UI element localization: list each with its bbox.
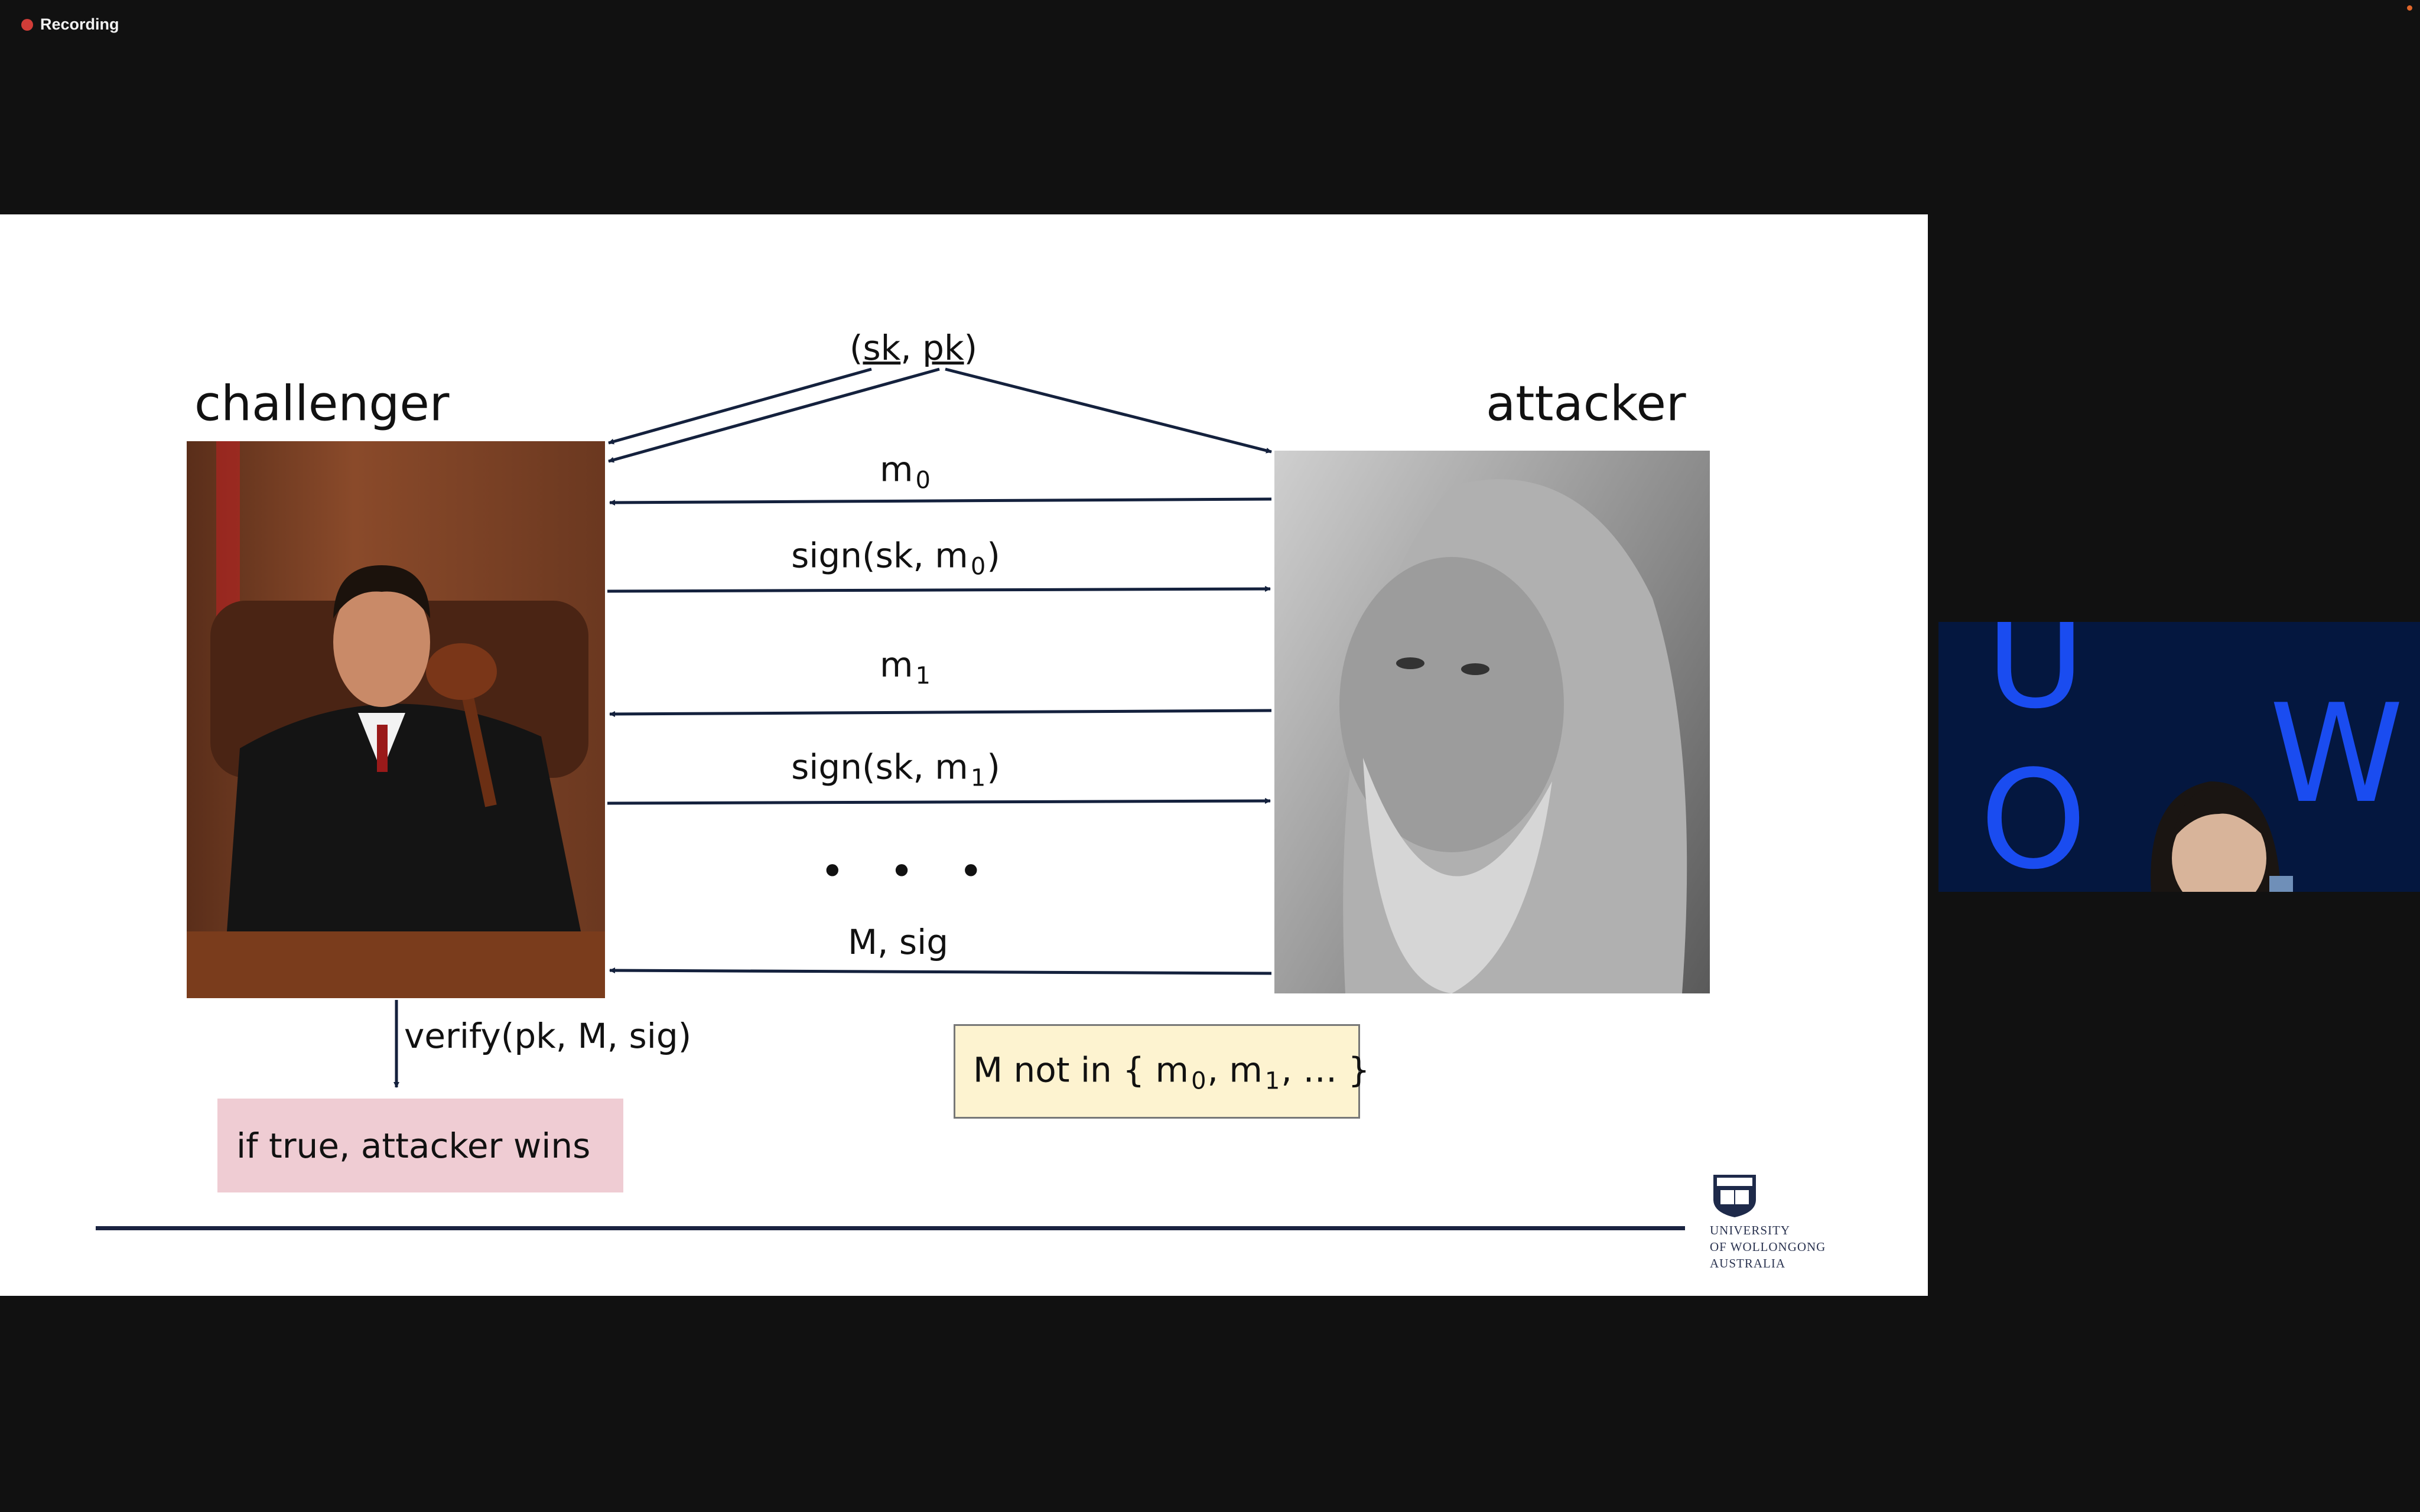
paren-close: ) (964, 328, 978, 369)
recording-indicator: Recording (21, 15, 119, 34)
arrow-sign-m1 (607, 798, 1271, 805)
status-dot-icon (2407, 5, 2412, 11)
constraint-post: , … } (1281, 1050, 1370, 1090)
university-crest-icon (1713, 1175, 1756, 1217)
keygen-arrow-pk-attacker (945, 367, 1272, 454)
label-base: m (880, 449, 913, 490)
logo-line: UNIVERSITY (1710, 1223, 1790, 1237)
label-subscript: 1 (970, 764, 986, 792)
logo-line: AUSTRALIA (1710, 1256, 1785, 1270)
university-logo: UNIVERSITY OF WOLLONGONG AUSTRALIA (1710, 1172, 1863, 1276)
participant-person-icon (2151, 781, 2293, 892)
win-condition-text: if true, attacker wins (236, 1125, 591, 1166)
label-base: sign(sk, m (791, 747, 968, 787)
footer-divider (96, 1226, 1685, 1230)
label-subscript: 0 (915, 467, 931, 494)
arrow-sign-m0 (607, 586, 1271, 593)
arrow-m0 (609, 497, 1272, 506)
bearded-man-illustration-icon (1339, 479, 1687, 993)
constraint-sub0: 0 (1191, 1067, 1206, 1095)
challenger-title: challenger (194, 376, 450, 432)
keypair-label: (sk, pk) (850, 328, 977, 369)
logo-line: OF WOLLONGONG (1710, 1240, 1826, 1254)
background-letter: U (1986, 622, 2086, 739)
attacker-photo (1274, 451, 1710, 993)
keygen-arrow-pk-challenger (608, 367, 940, 463)
secret-key-label: sk (863, 328, 901, 369)
label-tail: ) (987, 747, 1000, 787)
paren-open: ( (849, 328, 863, 369)
verify-label: verify(pk, M, sig) (404, 1016, 692, 1057)
recording-label: Recording (40, 15, 119, 33)
ellipsis-dots: • • • (821, 851, 1000, 892)
background-letter: O (1980, 742, 2087, 892)
label-subscript: 1 (915, 662, 931, 690)
constraint-pre: M not in { m (973, 1050, 1189, 1090)
final-message-label: M, sig (847, 922, 949, 963)
label-base: m (880, 644, 913, 685)
win-condition-box: if true, attacker wins (217, 1099, 623, 1192)
public-key-label: pk (922, 328, 964, 369)
university-logo-text: UNIVERSITY OF WOLLONGONG AUSTRALIA (1710, 1222, 1826, 1272)
challenger-photo (187, 441, 605, 998)
arrow-m1 (609, 709, 1272, 717)
protocol-arrows (393, 367, 1272, 1088)
judge-illustration-icon (187, 441, 605, 998)
recording-dot-icon (21, 18, 33, 31)
label-base: sign(sk, m (791, 535, 968, 576)
arrow-final-message (609, 967, 1272, 975)
label-tail: ) (987, 535, 1000, 576)
constraint-sub1: 1 (1264, 1067, 1280, 1095)
constraint-mid: , m (1207, 1050, 1263, 1090)
participant-video-tile[interactable]: U W O (1938, 622, 2420, 892)
label-subscript: 0 (970, 553, 986, 581)
keygen-arrow-sk (608, 367, 872, 445)
background-letter: W (2269, 676, 2404, 833)
attacker-title: attacker (1486, 376, 1686, 432)
separator: , (900, 328, 923, 369)
